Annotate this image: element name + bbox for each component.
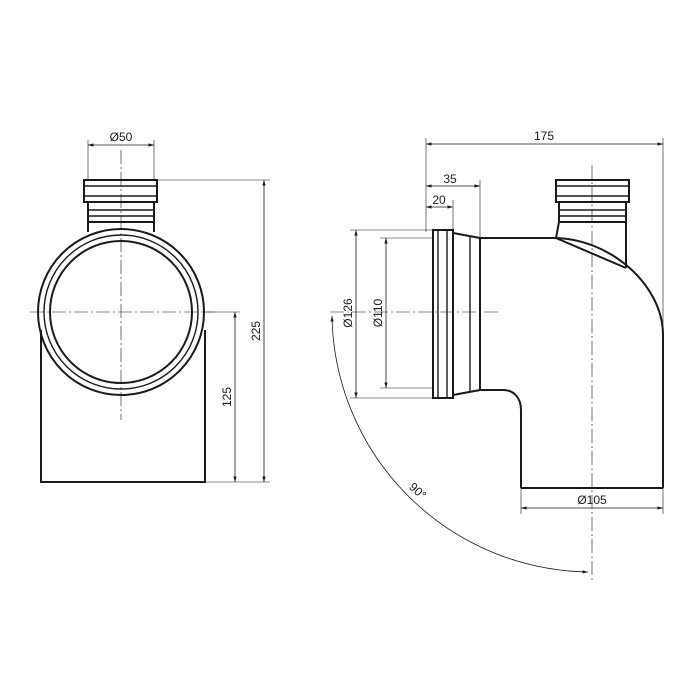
side-view: 175 35 20 Ø126 Ø110 Ø105 90° — [330, 129, 664, 580]
angle-arc — [330, 315, 589, 574]
side-bend-body — [480, 237, 664, 489]
dim-diameter-105: Ø105 — [577, 493, 607, 507]
dim-height-125: 125 — [220, 387, 234, 407]
side-top-socket — [555, 179, 630, 269]
dim-angle-90: 90° — [406, 480, 429, 503]
dim-diameter-50: Ø50 — [110, 130, 133, 144]
front-view: Ø50 225 125 — [30, 130, 270, 483]
side-inlet-socket — [452, 232, 481, 396]
dim-width-20: 20 — [432, 193, 446, 207]
dim-width-175: 175 — [534, 129, 554, 143]
dim-width-35: 35 — [443, 172, 457, 186]
front-body — [40, 330, 206, 483]
dim-diameter-110: Ø110 — [371, 298, 385, 327]
front-top-socket — [83, 179, 158, 232]
side-inlet-flange-outer — [432, 229, 454, 399]
dim-height-225: 225 — [249, 321, 263, 341]
dim-diameter-126: Ø126 — [341, 298, 355, 328]
